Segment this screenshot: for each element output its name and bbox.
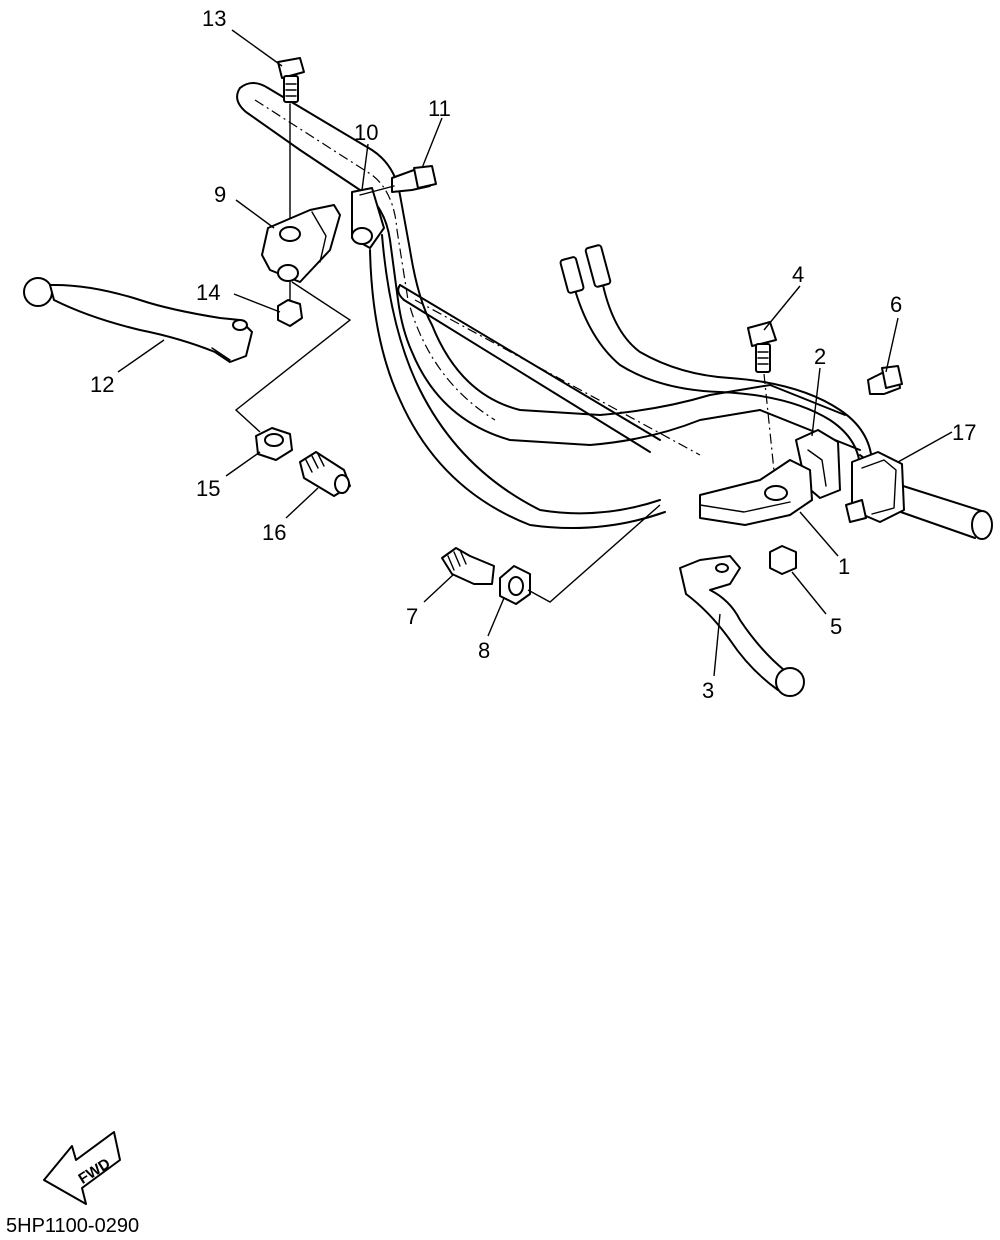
label-part-11: 11: [428, 96, 451, 121]
part-9-lever-holder: [261, 204, 341, 283]
label-part-12: 12: [90, 372, 114, 397]
label-part-7: 7: [406, 604, 418, 629]
diagram-code: 5HP1100-0290: [6, 1215, 139, 1237]
part-13-bolt: [277, 57, 305, 231]
part-5-nut: [769, 545, 797, 575]
label-part-6: 6: [890, 292, 902, 317]
label-part-13: 13: [202, 6, 226, 31]
right-cable-routing: [527, 504, 661, 603]
fwd-direction-arrow: FWD: [43, 1131, 121, 1205]
part-7-adjuster: [441, 547, 495, 585]
part-6-bolt: [867, 365, 903, 395]
wire-harness: [559, 244, 873, 471]
label-part-9: 9: [214, 182, 226, 207]
part-14-nut: [277, 281, 303, 327]
part-number-labels: 13 11 10 9 14 12 15 16 4 6 2 17 1 5 3 7 …: [90, 6, 976, 703]
label-part-1: 1: [838, 554, 850, 579]
label-part-3: 3: [702, 678, 714, 703]
label-part-2: 2: [814, 344, 826, 369]
part-10-clamp: [351, 187, 385, 249]
part-4-bolt: [747, 321, 777, 491]
part-12-clutch-lever: [23, 277, 253, 363]
label-part-8: 8: [478, 638, 490, 663]
part-16-adjuster: [299, 451, 351, 497]
label-part-4: 4: [792, 262, 804, 287]
label-part-14: 14: [196, 280, 220, 305]
wire-connector-left: [559, 256, 585, 294]
part-11-bolt: [359, 165, 437, 196]
wire-connector-right: [584, 244, 612, 288]
label-part-16: 16: [262, 520, 286, 545]
label-part-5: 5: [830, 614, 842, 639]
callout-leaders: [117, 29, 953, 677]
label-part-17: 17: [952, 420, 976, 445]
part-8-adjuster-nut: [499, 565, 531, 605]
label-part-10: 10: [354, 120, 378, 145]
part-1-brake-lever-holder: [699, 459, 813, 526]
label-part-15: 15: [196, 476, 220, 501]
left-cable-routing: [234, 281, 352, 433]
part-15-adjuster-nut: [255, 427, 293, 461]
part-3-brake-lever: [679, 555, 805, 697]
part-17-switch-housing: [845, 451, 905, 523]
